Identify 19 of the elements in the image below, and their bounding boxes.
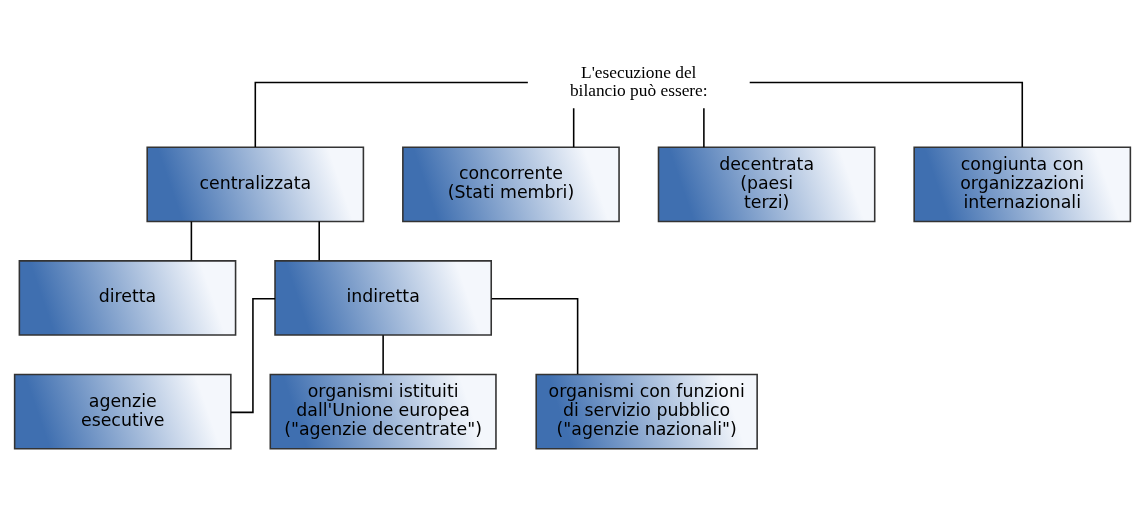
connector xyxy=(190,220,193,262)
connector xyxy=(230,297,276,414)
connector xyxy=(703,107,705,148)
connector xyxy=(382,334,384,375)
node-box: organismi istituiti dall'Unione europea ("agenzie decentrate") xyxy=(269,373,497,450)
node-box: centralizzata xyxy=(146,146,365,223)
connector xyxy=(318,220,320,262)
node-box: concorrente (Stati membri) xyxy=(402,146,620,223)
node-box: decentrata (paesi terzi) xyxy=(657,146,876,223)
connector xyxy=(572,107,575,148)
node-box: indiretta xyxy=(274,260,493,336)
connector xyxy=(490,297,579,375)
node-box: congiunta con organizzazioni internazionali xyxy=(913,146,1132,223)
node-text: L'esecuzione del bilancio può essere: xyxy=(569,62,708,101)
node-box: agenzie esecutive xyxy=(13,373,232,450)
connector xyxy=(254,81,529,148)
node-box: diretta xyxy=(18,260,237,336)
connector xyxy=(748,81,1024,148)
node-box: organismi con funzioni di servizio pubblico ("agenzie nazionali") xyxy=(535,373,758,450)
